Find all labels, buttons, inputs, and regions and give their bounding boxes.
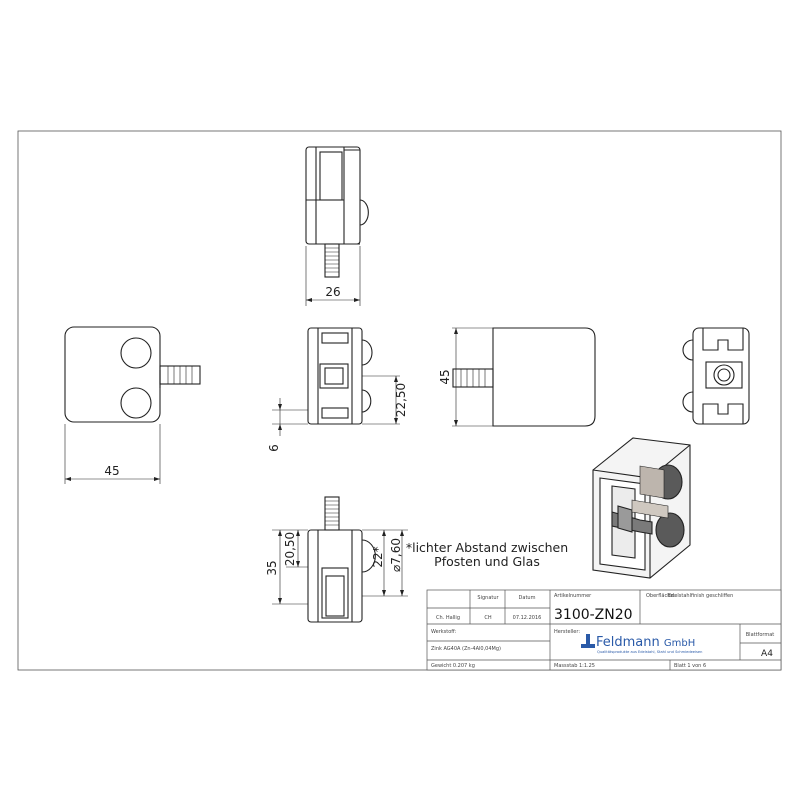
note-line-2: Pfosten und Glas	[434, 554, 540, 569]
dim-section-gap: 22*	[371, 546, 385, 567]
tb-manufacturer-label: Hersteller:	[554, 629, 580, 635]
end-view	[682, 327, 750, 425]
section-view	[272, 496, 408, 623]
tb-material-label: Werkstoff:	[431, 629, 457, 635]
tb-value-signature: CH	[484, 615, 491, 621]
front-view	[272, 327, 400, 436]
dim-right-height: 45	[438, 369, 452, 384]
tb-material-value: Zink AG40A (Zn-4Al0,04Mg)	[431, 646, 501, 652]
note-line-1: *lichter Abstand zwischen	[406, 540, 568, 555]
tb-weight: Gewicht 0.207 kg	[431, 663, 475, 669]
tb-value-name: Ch. Hallig	[436, 615, 460, 621]
dim-hole-center: 22,50	[394, 383, 408, 417]
tb-header-signature: Signatur	[477, 595, 499, 601]
dim-bolt-offset: 6	[267, 444, 281, 452]
isometric-view	[592, 437, 691, 579]
brand-tagline: Qualitätsprodukte aus Edelstahl, Stahl u…	[597, 650, 702, 654]
tb-surface-label: Oberfläche:	[646, 593, 675, 599]
tb-surface-value: Edelstahlfinish geschliffen	[668, 593, 733, 599]
tb-article-number: 3100-ZN20	[554, 607, 633, 623]
dim-section-total: 35	[265, 560, 279, 575]
tb-sheet: Blatt 1 von 6	[674, 663, 706, 669]
tb-scale: Massstab 1:1.25	[554, 663, 595, 669]
tb-article-label: Artikelnummer	[554, 593, 592, 599]
right-view	[452, 327, 596, 427]
dim-side-width: 45	[104, 464, 119, 478]
brand-name: Feldmann GmbH	[596, 635, 695, 650]
tb-format-value: A4	[761, 649, 773, 659]
feldmann-logo: Feldmann GmbH Qualitätsprodukte aus Edel…	[581, 634, 702, 654]
tb-format-label: Blattformat	[746, 632, 775, 638]
tb-header-date: Datum	[519, 595, 536, 601]
title-block	[426, 589, 782, 671]
dim-section-diameter: ⌀7,60	[389, 538, 403, 572]
tb-value-date: 07.12.2016	[513, 615, 542, 621]
drawing-frame	[17, 130, 782, 671]
side-view	[64, 326, 201, 484]
dim-top-width: 26	[325, 285, 340, 299]
top-view	[305, 146, 369, 306]
dim-section-mid: 20,50	[283, 532, 297, 566]
